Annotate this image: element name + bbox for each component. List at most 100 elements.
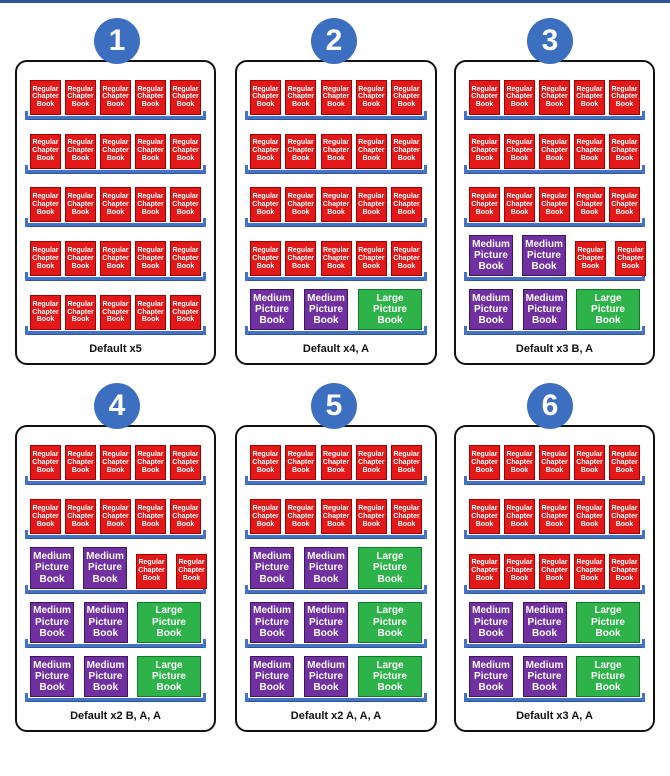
regular-book: Regular Chapter Book [285, 79, 317, 115]
shelf-post [464, 638, 467, 648]
regular-book: Regular Chapter Book [575, 241, 606, 277]
regular-book: Regular Chapter Book [609, 553, 640, 589]
shelf [464, 475, 645, 486]
regular-book: Regular Chapter Book [609, 499, 640, 535]
shelf [245, 271, 427, 282]
shelf [25, 325, 206, 335]
shelf-post [424, 218, 427, 228]
shelf-post [203, 638, 206, 648]
shelf-post [464, 476, 467, 486]
shelf-board [245, 535, 427, 540]
regular-book: Regular Chapter Book [609, 133, 640, 169]
regular-book: Regular Chapter Book [285, 445, 317, 481]
medium-book: Medium Picture Book [304, 547, 348, 589]
regular-book: Regular Chapter Book [30, 133, 61, 169]
shelf [464, 529, 645, 540]
regular-book: Regular Chapter Book [100, 241, 131, 277]
regular-book: Regular Chapter Book [469, 133, 500, 169]
regular-book: Regular Chapter Book [170, 499, 201, 535]
regular-book: Regular Chapter Book [469, 445, 500, 481]
regular-book: Regular Chapter Book [65, 445, 96, 481]
shelf [25, 217, 206, 228]
shelf [464, 110, 645, 120]
panel-number-badge: 1 [94, 18, 140, 64]
medium-book: Medium Picture Book [469, 235, 513, 277]
regular-book: Regular Chapter Book [574, 499, 605, 535]
regular-book: Regular Chapter Book [65, 79, 96, 115]
large-book: Large Picture Book [358, 655, 422, 697]
shelf [464, 164, 645, 174]
medium-book: Medium Picture Book [469, 655, 513, 697]
shelf-board [464, 481, 645, 486]
medium-book: Medium Picture Book [469, 289, 513, 330]
shelf-board [25, 331, 206, 335]
shelf-post [424, 326, 427, 335]
regular-book: Regular Chapter Book [539, 499, 570, 535]
shelf [245, 584, 427, 594]
shelf-board [464, 589, 645, 594]
regular-book: Regular Chapter Book [539, 445, 570, 481]
shelf [245, 325, 427, 335]
regular-book: Regular Chapter Book [250, 499, 281, 535]
regular-book: Regular Chapter Book [100, 445, 131, 481]
shelf-board [464, 169, 645, 174]
regular-book: Regular Chapter Book [469, 79, 500, 115]
regular-book: Regular Chapter Book [355, 499, 387, 535]
regular-book: Regular Chapter Book [65, 133, 96, 169]
shelf [245, 110, 427, 120]
shelf-post [424, 272, 427, 282]
shelf-post [424, 638, 427, 648]
regular-book: Regular Chapter Book [504, 499, 535, 535]
shelf-board [464, 331, 645, 335]
regular-book: Regular Chapter Book [609, 445, 640, 481]
regular-book: Regular Chapter Book [135, 241, 166, 277]
regular-book: Regular Chapter Book [285, 499, 317, 535]
shelf-board [245, 589, 427, 594]
shelf-post [464, 272, 467, 282]
regular-book: Regular Chapter Book [391, 241, 422, 277]
regular-book: Regular Chapter Book [355, 79, 387, 115]
shelf-board [25, 277, 206, 282]
shelf [464, 325, 645, 335]
shelf-post [203, 164, 206, 174]
shelf-board [25, 481, 206, 486]
regular-book: Regular Chapter Book [504, 79, 535, 115]
shelf-post [25, 110, 28, 120]
regular-book: Regular Chapter Book [65, 187, 96, 223]
regular-book: Regular Chapter Book [574, 553, 605, 589]
large-book: Large Picture Book [358, 601, 422, 643]
shelf-board [464, 535, 645, 540]
regular-book: Regular Chapter Book [100, 187, 131, 223]
regular-book: Regular Chapter Book [574, 79, 605, 115]
panel-caption: Default x3 B, A [515, 343, 594, 355]
regular-book: Regular Chapter Book [135, 445, 166, 481]
medium-book: Medium Picture Book [83, 547, 127, 589]
regular-book: Regular Chapter Book [320, 187, 352, 223]
regular-book: Regular Chapter Book [539, 79, 570, 115]
shelf-board [25, 698, 206, 702]
regular-book: Regular Chapter Book [30, 79, 61, 115]
shelf-board [464, 223, 645, 228]
regular-book: Regular Chapter Book [136, 553, 167, 589]
regular-book: Regular Chapter Book [355, 133, 387, 169]
medium-book: Medium Picture Book [250, 601, 294, 643]
regular-book: Regular Chapter Book [30, 445, 61, 481]
regular-book: Regular Chapter Book [285, 133, 317, 169]
shelf-post [642, 638, 645, 648]
shelf-post [25, 530, 28, 540]
shelf-post [424, 164, 427, 174]
shelf-post [464, 326, 467, 335]
regular-book: Regular Chapter Book [609, 79, 640, 115]
panel-caption: Default x3 A, A [516, 710, 593, 722]
shelf-post [245, 218, 248, 228]
regular-book: Regular Chapter Book [285, 241, 317, 277]
panel-caption: Default x2 B, A, A [70, 710, 161, 722]
medium-book: Medium Picture Book [30, 547, 74, 589]
medium-book: Medium Picture Book [522, 601, 567, 643]
shelf-board [25, 589, 206, 594]
shelf-post [25, 272, 28, 282]
